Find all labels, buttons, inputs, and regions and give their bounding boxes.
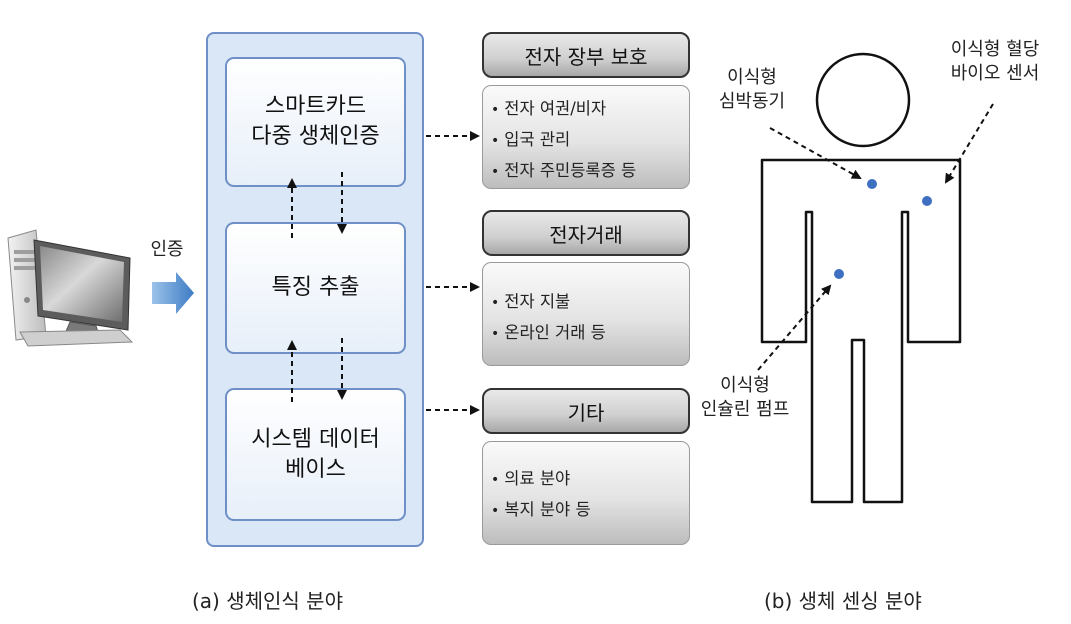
database-box: 시스템 데이터 베이스 [225,388,406,521]
glucose-sensor-label: 이식형 혈당 바이오 센서 [950,39,1040,84]
list-item: 전자 여권/비자 [491,94,681,125]
category-header-other: 기타 [482,388,690,434]
category-details-e-commerce: 전자 지불 온라인 거래 등 [482,262,690,366]
glucose-sensor-dot [922,196,932,206]
pacemaker-label: 이식형 심박동기 [718,67,786,112]
auth-label: 인증 [150,239,184,260]
pacemaker-dot [867,179,877,189]
caption-biosensing: (b) 생체 센싱 분야 [764,589,922,613]
category-details-document-protection: 전자 여권/비자 입국 관리 전자 주민등록증 등 [482,85,690,189]
list-item: 전자 주민등록증 등 [491,156,681,187]
caption-biometrics: (a) 생체인식 분야 [192,589,343,613]
category-header-document-protection: 전자 장부 보호 [482,32,690,78]
list-item: 의료 분야 [491,464,681,495]
category-header-e-commerce: 전자거래 [482,210,690,256]
smartcard-box: 스마트카드 다중 생체인증 [225,57,406,187]
list-item: 전자 지불 [491,287,681,318]
list-item: 입국 관리 [491,125,681,156]
list-item: 복지 분야 등 [491,495,681,526]
insulin-pump-label: 이식형 인슐린 펌프 [700,375,790,420]
category-details-other: 의료 분야 복지 분야 등 [482,441,690,545]
feature-extraction-box: 특징 추출 [225,222,406,354]
insulin-pump-dot [834,269,844,279]
list-item: 온라인 거래 등 [491,318,681,349]
